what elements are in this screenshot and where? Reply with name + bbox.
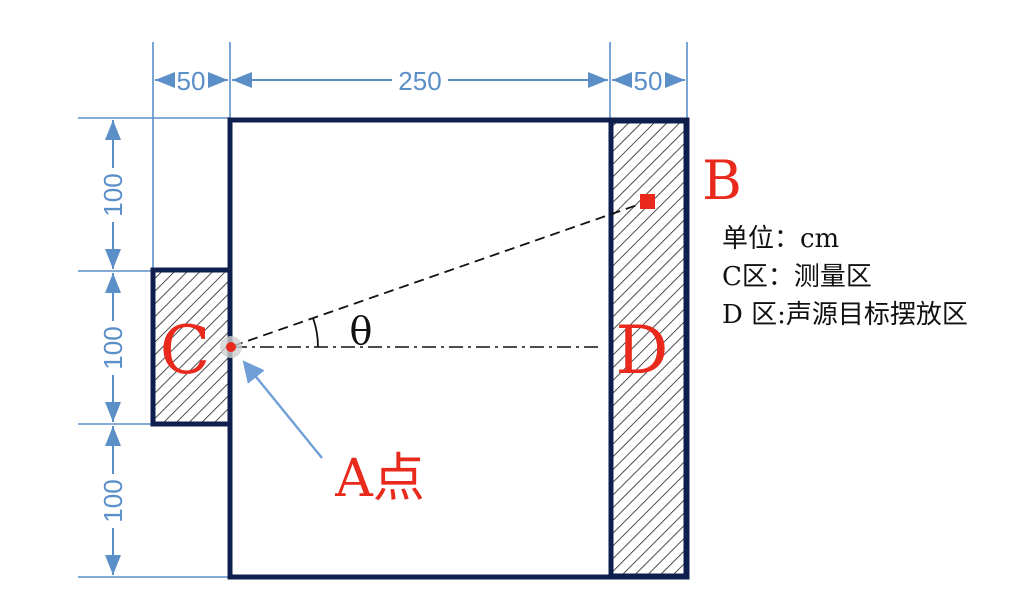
zone-c-area: [150, 267, 233, 427]
dim-label-middle-height: 100: [98, 326, 128, 369]
angle-arc: [312, 317, 319, 348]
dim-label-bottom-height: 100: [98, 479, 128, 522]
point-a-marker: [226, 342, 236, 352]
zone-d-label: D: [616, 312, 669, 389]
dim-label-right-width: 50: [634, 66, 663, 96]
dim-label-middle-width: 250: [398, 66, 441, 96]
angle-label: θ: [350, 309, 373, 353]
zone-c-label: C: [160, 312, 211, 389]
legend-unit: 单位：cm: [722, 224, 840, 254]
point-b-label: B: [702, 149, 742, 212]
point-b-marker: [640, 194, 655, 209]
point-a-arrow: [242, 360, 323, 459]
legend-zone-d: D 区:声源目标摆放区: [722, 300, 968, 330]
extension-lines: [78, 42, 688, 578]
legend-zone-c: C区：测量区: [722, 262, 872, 292]
dim-label-top-height: 100: [98, 173, 128, 216]
line-to-b: [232, 202, 644, 347]
point-a-label: A点: [334, 449, 425, 509]
dim-label-left-width: 50: [177, 66, 206, 96]
